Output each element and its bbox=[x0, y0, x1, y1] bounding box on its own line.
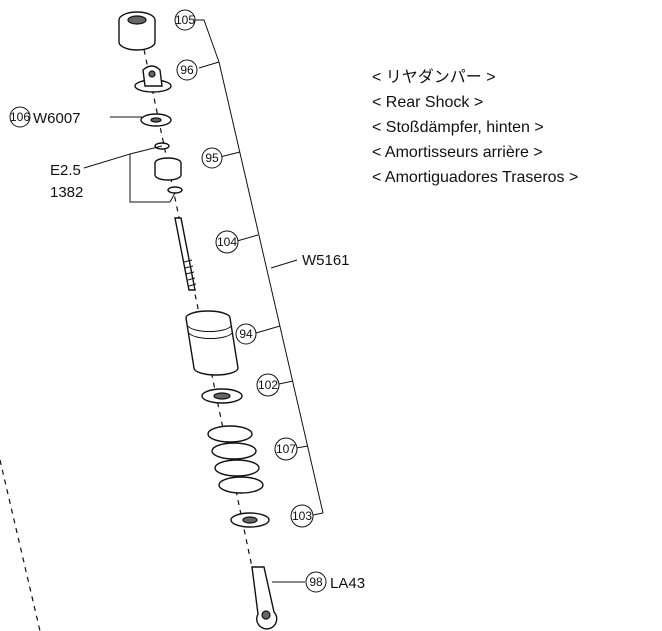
callout-96: 96 bbox=[176, 59, 198, 81]
label-e2-5: E2.5 bbox=[50, 162, 81, 179]
leader-96 bbox=[198, 61, 220, 69]
callout-104-text: 104 bbox=[217, 235, 237, 249]
leader-w5161 bbox=[270, 259, 298, 269]
callout-94-text: 94 bbox=[239, 327, 253, 341]
label-la43: LA43 bbox=[330, 575, 365, 592]
callout-106-text: 106 bbox=[10, 110, 30, 124]
leader-94 bbox=[255, 325, 281, 334]
callout-103: 103 bbox=[290, 504, 314, 528]
part-102-spring-cup bbox=[201, 388, 243, 404]
callout-98: 98 bbox=[305, 571, 327, 593]
title-block: < リヤダンパー > < Rear Shock > < Stoßdämpfer,… bbox=[372, 68, 578, 186]
title-japanese: < リヤダンパー > bbox=[372, 68, 496, 86]
label-1382: 1382 bbox=[50, 184, 83, 201]
callout-96-text: 96 bbox=[180, 63, 194, 77]
title-french: < Amortisseurs arrière > bbox=[372, 144, 543, 161]
callout-95-text: 95 bbox=[205, 151, 219, 165]
title-german: < Stoßdämpfer, hinten > bbox=[372, 119, 544, 136]
leader-e-clip-upper bbox=[129, 145, 163, 155]
title-spanish: < Amortiguadores Traseros > bbox=[372, 169, 578, 186]
leader-e-clip-lower bbox=[169, 192, 176, 203]
callout-102-text: 102 bbox=[258, 378, 278, 392]
leader-104 bbox=[236, 234, 259, 242]
leader-107 bbox=[295, 445, 309, 449]
part-94-shock-body bbox=[185, 310, 239, 376]
title-english: < Rear Shock > bbox=[372, 94, 483, 111]
callout-107-text: 107 bbox=[276, 442, 296, 456]
label-w6007: W6007 bbox=[33, 110, 81, 127]
part-107-spring bbox=[207, 425, 264, 494]
part-104-shaft bbox=[174, 217, 197, 291]
callout-105: 105 bbox=[174, 9, 196, 31]
e25-bracket bbox=[83, 153, 170, 203]
leader-95 bbox=[219, 151, 241, 158]
callout-98-text: 98 bbox=[309, 575, 323, 589]
callout-107: 107 bbox=[274, 437, 298, 461]
part-98-rod-end bbox=[251, 566, 278, 630]
part-103-retainer bbox=[230, 512, 270, 528]
callout-105-text: 105 bbox=[175, 13, 195, 27]
callout-103-text: 103 bbox=[292, 509, 312, 523]
callout-104: 104 bbox=[215, 230, 239, 254]
callout-94: 94 bbox=[235, 323, 257, 345]
bracket-spine bbox=[218, 61, 324, 514]
part-96-upper-mount bbox=[134, 65, 172, 93]
leader-103 bbox=[312, 512, 324, 516]
part-106-washer bbox=[140, 113, 172, 127]
callout-106: 106 bbox=[9, 106, 31, 128]
guide-dashed-line bbox=[0, 459, 41, 631]
w5161-bracket bbox=[179, 19, 324, 516]
callout-102: 102 bbox=[256, 373, 280, 397]
part-105-cap bbox=[118, 11, 156, 51]
callout-95: 95 bbox=[201, 147, 223, 169]
label-w5161: W5161 bbox=[302, 252, 350, 269]
part-95-bushing bbox=[154, 157, 182, 181]
leader-102 bbox=[278, 380, 294, 385]
part-e-clip-lower bbox=[167, 186, 183, 194]
